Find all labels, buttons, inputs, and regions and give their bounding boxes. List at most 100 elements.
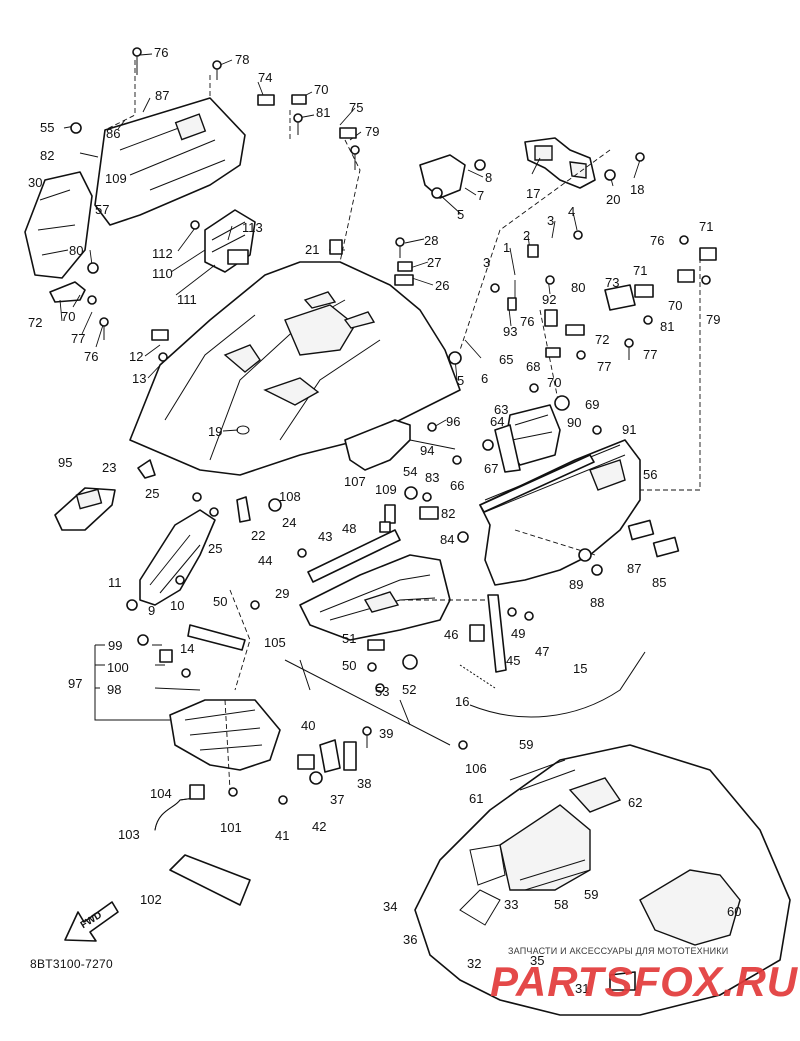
callout-3b: 3 [483, 255, 490, 270]
callout-77: 77 [71, 331, 85, 346]
callout-76c: 76 [520, 314, 534, 329]
callout-72: 72 [28, 315, 42, 330]
callout-76: 76 [154, 45, 168, 60]
callout-77c: 77 [643, 347, 657, 362]
callout-40: 40 [301, 718, 315, 733]
callout-labels: 1 2 3 3 4 5 5 6 7 8 9 10 11 12 13 14 15 … [28, 45, 741, 996]
callout-25: 25 [145, 486, 159, 501]
inner-cowl-panel [94, 97, 246, 226]
callout-73: 73 [605, 275, 619, 290]
callout-66: 66 [450, 478, 464, 493]
callout-88: 88 [590, 595, 604, 610]
callout-35: 35 [530, 953, 544, 968]
callout-80: 80 [69, 243, 83, 258]
diagram-code: 8BT3100-7270 [30, 957, 113, 971]
callout-107: 107 [344, 474, 366, 489]
callout-64: 64 [490, 414, 504, 429]
callout-108: 108 [279, 489, 301, 504]
callout-103: 103 [118, 827, 140, 842]
callout-72b: 72 [595, 332, 609, 347]
callout-38: 38 [357, 776, 371, 791]
callout-71b: 71 [699, 219, 713, 234]
callout-57: 57 [95, 202, 109, 217]
callout-44: 44 [258, 553, 272, 568]
callout-109: 109 [105, 171, 127, 186]
callout-11: 11 [108, 575, 122, 590]
callout-34: 34 [383, 899, 397, 914]
callout-104: 104 [150, 786, 172, 801]
callout-59: 59 [519, 737, 533, 752]
callout-27: 27 [427, 255, 441, 270]
callout-100: 100 [107, 660, 129, 675]
callout-47: 47 [535, 644, 549, 659]
callout-32: 32 [467, 956, 481, 971]
callout-91: 91 [622, 422, 636, 437]
callout-70c: 70 [547, 375, 561, 390]
callout-15: 15 [573, 661, 587, 676]
callout-77b: 77 [597, 359, 611, 374]
callout-24: 24 [282, 515, 296, 530]
callout-45: 45 [506, 653, 520, 668]
callout-43: 43 [318, 529, 332, 544]
callout-70d: 70 [668, 298, 682, 313]
callout-42: 42 [312, 819, 326, 834]
callout-87b: 87 [627, 561, 641, 576]
callout-90: 90 [567, 415, 581, 430]
callout-20: 20 [606, 192, 620, 207]
callout-70b: 70 [61, 309, 75, 324]
callout-17: 17 [526, 186, 540, 201]
callout-79b: 79 [706, 312, 720, 327]
fwd-arrow-icon [64, 901, 119, 942]
callout-98: 98 [107, 682, 121, 697]
callout-112: 112 [152, 246, 173, 261]
callout-6: 6 [481, 371, 488, 386]
callout-85: 85 [652, 575, 666, 590]
callout-30: 30 [28, 175, 42, 190]
callout-96: 96 [446, 414, 460, 429]
callout-29: 29 [275, 586, 289, 601]
part-drawings [24, 97, 791, 1016]
callout-99: 99 [108, 638, 122, 653]
callout-14: 14 [180, 641, 194, 656]
callout-61: 61 [469, 791, 483, 806]
callout-89: 89 [569, 577, 583, 592]
callout-3: 3 [547, 213, 554, 228]
callout-28: 28 [424, 233, 438, 248]
callout-26: 26 [435, 278, 449, 293]
top-cowl [129, 261, 461, 476]
callout-50b: 50 [342, 658, 356, 673]
callout-97: 97 [68, 676, 82, 691]
callout-92: 92 [542, 292, 556, 307]
callout-53: 53 [375, 684, 389, 699]
callout-22: 22 [251, 528, 265, 543]
callout-2: 2 [523, 228, 530, 243]
callout-105: 105 [264, 635, 286, 650]
callout-52: 52 [402, 682, 416, 697]
callout-54: 54 [403, 464, 417, 479]
callout-5b: 5 [457, 373, 464, 388]
callout-25b: 25 [208, 541, 222, 556]
callout-33: 33 [504, 897, 518, 912]
callout-81b: 81 [660, 319, 674, 334]
callout-93: 93 [503, 324, 517, 339]
callout-65: 65 [499, 352, 513, 367]
callout-1: 1 [503, 240, 510, 255]
callout-67: 67 [484, 461, 498, 476]
callout-7: 7 [477, 188, 484, 203]
callout-76b: 76 [84, 349, 98, 364]
callout-102: 102 [140, 892, 162, 907]
callout-86: 86 [106, 126, 120, 141]
callout-95: 95 [58, 455, 72, 470]
callout-106: 106 [465, 761, 487, 776]
callout-50: 50 [213, 594, 227, 609]
callout-113: 113 [242, 220, 263, 235]
callout-39: 39 [379, 726, 393, 741]
callout-41: 41 [275, 828, 289, 843]
callout-76d: 76 [650, 233, 664, 248]
callout-5: 5 [457, 207, 464, 222]
callout-68: 68 [526, 359, 540, 374]
callout-80b: 80 [571, 280, 585, 295]
callout-84: 84 [440, 532, 454, 547]
hardware [70, 47, 717, 991]
